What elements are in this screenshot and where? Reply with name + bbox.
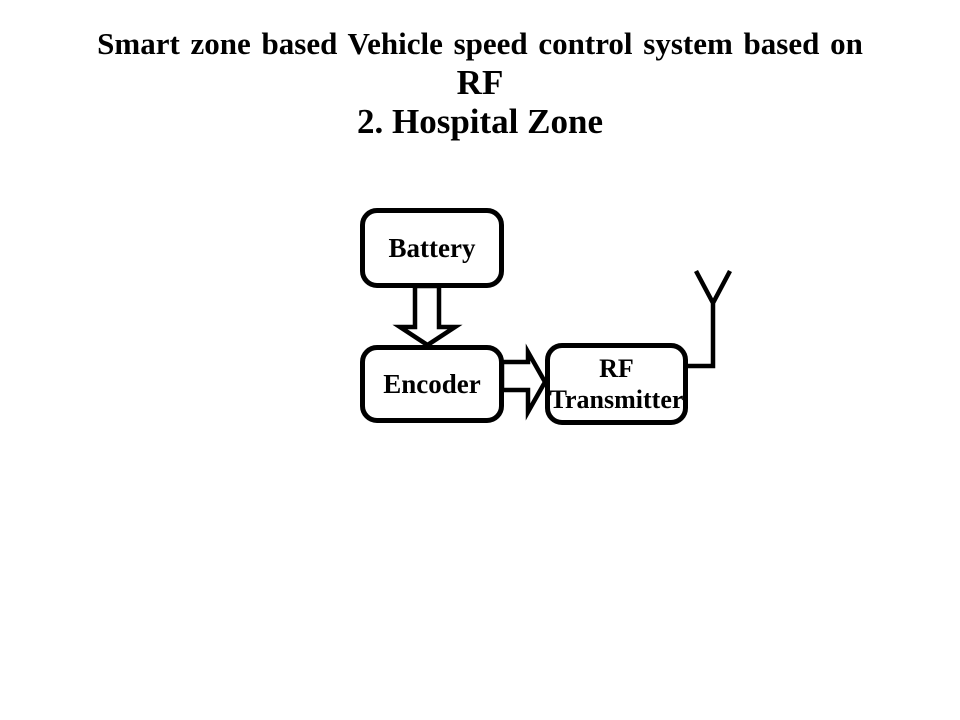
down-arrow-icon <box>392 283 463 348</box>
node-battery: Battery <box>360 208 504 288</box>
title-line-1: Smart zone based Vehicle speed control s… <box>97 26 863 61</box>
node-rf-transmitter: RF Transmitter <box>545 343 688 425</box>
title-line-3: 2. Hospital Zone <box>356 102 603 141</box>
right-arrow-icon <box>499 343 548 421</box>
title-line-2: RF <box>456 63 504 102</box>
node-encoder: Encoder <box>360 345 504 423</box>
slide-title: Smart zone based Vehicle speed control s… <box>0 24 960 141</box>
node-encoder-label: Encoder <box>383 368 481 399</box>
node-battery-label: Battery <box>388 232 476 263</box>
antenna-icon <box>686 269 732 369</box>
node-rf-transmitter-label-line-1: RF <box>599 354 634 383</box>
node-rf-transmitter-label-line-2: Transmitter <box>549 385 684 414</box>
